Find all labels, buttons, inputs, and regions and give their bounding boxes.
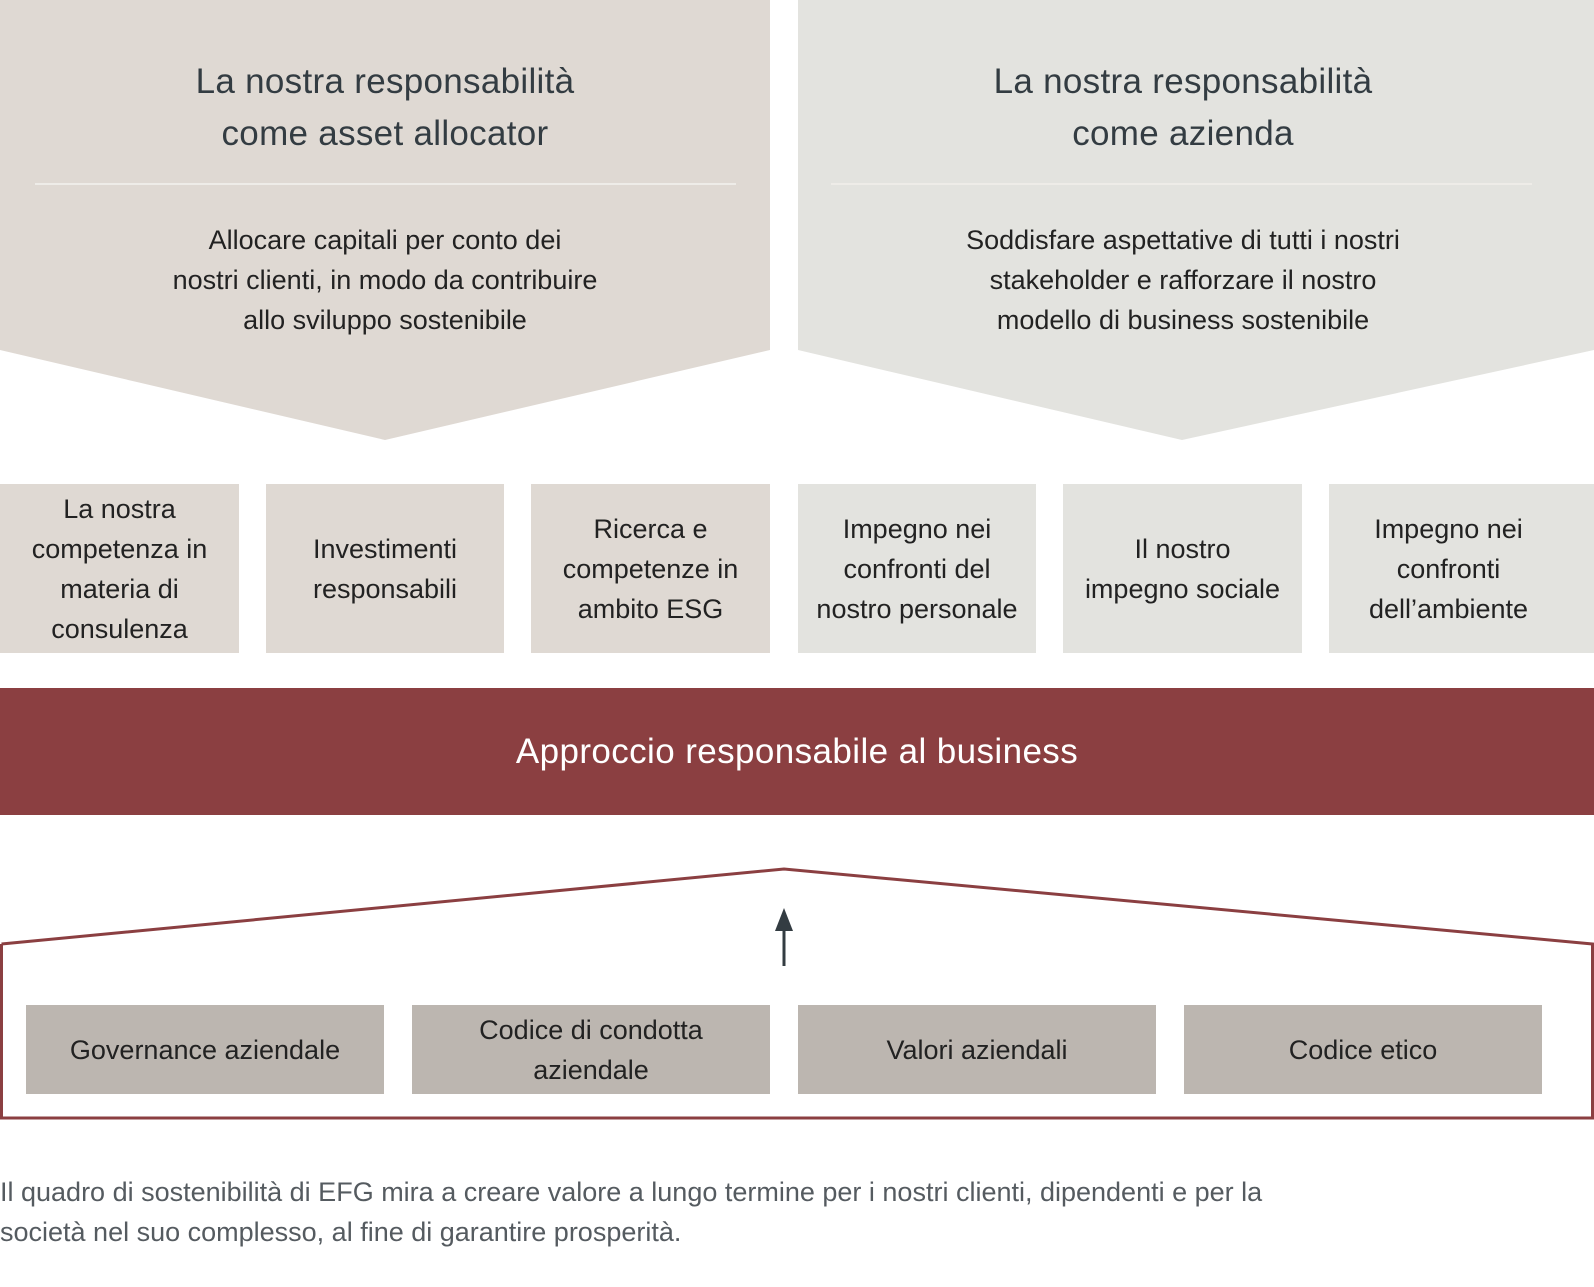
desc-line: nostri clienti, in modo da contribuire bbox=[172, 265, 598, 295]
pillar-ambiente: Impegno nei confronti dell’ambiente bbox=[1329, 484, 1594, 653]
label-line: Impegno nei bbox=[1374, 513, 1523, 544]
label-line: Impegno nei bbox=[842, 513, 992, 544]
pillar-label: Investimenti responsabili bbox=[313, 529, 457, 609]
label-line: dell’ambiente bbox=[1368, 593, 1529, 624]
pillar-label: Il nostro impegno sociale bbox=[1085, 529, 1280, 609]
foundation-label: Governance aziendale bbox=[70, 1030, 340, 1070]
foundation-label: Valori aziendali bbox=[886, 1030, 1067, 1070]
caption-line: società nel suo complesso, al fine di ga… bbox=[0, 1217, 682, 1247]
foundation-label: Codice etico bbox=[1289, 1030, 1438, 1070]
label-line: nostro personale bbox=[816, 593, 1018, 624]
desc-line: Allocare capitali per conto dei bbox=[208, 225, 562, 255]
pillar-investimenti: Investimenti responsabili bbox=[266, 484, 504, 653]
title-line: come asset allocator bbox=[221, 114, 549, 153]
pillar-label: La nostra competenza in materia di consu… bbox=[32, 489, 208, 649]
label-line: ambito ESG bbox=[577, 593, 724, 624]
divider bbox=[35, 183, 736, 185]
label-line: competenza in bbox=[31, 533, 208, 564]
label-line: confronti bbox=[1396, 553, 1501, 584]
label-line: Codice etico bbox=[1288, 1034, 1438, 1065]
pillar-ricerca-esg: Ricerca e competenze in ambito ESG bbox=[531, 484, 770, 653]
pillar-consulenza: La nostra competenza in materia di consu… bbox=[0, 484, 239, 653]
label-line: materia di bbox=[60, 573, 179, 604]
band-label: Approccio responsabile al business bbox=[515, 731, 1079, 771]
house-outline bbox=[0, 867, 1594, 1120]
label-line: La nostra bbox=[63, 493, 176, 524]
label-line: impegno sociale bbox=[1084, 573, 1281, 604]
foundation-valori: Valori aziendali bbox=[798, 1005, 1156, 1094]
label-line: Ricerca e bbox=[593, 513, 708, 544]
label-line: Il nostro bbox=[1134, 533, 1231, 564]
label-line: responsabili bbox=[312, 573, 458, 604]
desc-line: allo sviluppo sostenibile bbox=[243, 305, 527, 335]
business-approach-band: Approccio responsabile al business bbox=[0, 688, 1594, 815]
title-line: La nostra responsabilità bbox=[993, 62, 1373, 101]
label-line: confronti del bbox=[843, 553, 991, 584]
label-line: consulenza bbox=[51, 613, 188, 644]
label-line: competenze in bbox=[562, 553, 739, 584]
label-line: Investimenti bbox=[312, 533, 458, 564]
foundation-governance: Governance aziendale bbox=[26, 1005, 384, 1094]
foundation-label: Codice di condotta aziendale bbox=[479, 1010, 703, 1090]
desc-line: Soddisfare aspettative di tutti i nostri bbox=[966, 225, 1400, 255]
chevron-shapes bbox=[0, 0, 1594, 440]
pillar-personale: Impegno nei confronti del nostro persona… bbox=[798, 484, 1036, 653]
foundation-codice-etico: Codice etico bbox=[1184, 1005, 1542, 1094]
chevron-description: Soddisfare aspettative di tutti i nostri… bbox=[798, 220, 1568, 340]
caption: Il quadro di sostenibilità di EFG mira a… bbox=[0, 1172, 1560, 1252]
pillar-label: Impegno nei confronti dell’ambiente bbox=[1369, 509, 1528, 629]
title-line: La nostra responsabilità bbox=[195, 62, 575, 101]
label-line: Codice di condotta bbox=[479, 1014, 703, 1045]
pillar-label: Ricerca e competenze in ambito ESG bbox=[563, 509, 739, 629]
desc-line: modello di business sostenibile bbox=[996, 305, 1370, 335]
caption-line: Il quadro di sostenibilità di EFG mira a… bbox=[0, 1177, 1263, 1207]
arrow-up-icon bbox=[775, 908, 793, 966]
pillar-impegno-sociale: Il nostro impegno sociale bbox=[1063, 484, 1302, 653]
chevron-title: La nostra responsabilità come asset allo… bbox=[0, 56, 770, 160]
label-line: Valori aziendali bbox=[886, 1034, 1068, 1065]
chevron-title: La nostra responsabilità come azienda bbox=[798, 56, 1568, 160]
foundation-codice-condotta: Codice di condotta aziendale bbox=[412, 1005, 770, 1094]
desc-line: stakeholder e rafforzare il nostro bbox=[989, 265, 1377, 295]
chevron-asset-allocator-shape bbox=[0, 0, 770, 440]
title-line: come azienda bbox=[1072, 114, 1294, 153]
pillar-label: Impegno nei confronti del nostro persona… bbox=[816, 509, 1017, 629]
chevron-description: Allocare capitali per conto dei nostri c… bbox=[0, 220, 770, 340]
house-outline-path bbox=[0, 867, 1594, 1120]
label-line: aziendale bbox=[533, 1054, 649, 1085]
chevron-azienda-shape bbox=[798, 0, 1594, 440]
divider bbox=[831, 183, 1532, 185]
label-line: Governance aziendale bbox=[69, 1034, 341, 1065]
